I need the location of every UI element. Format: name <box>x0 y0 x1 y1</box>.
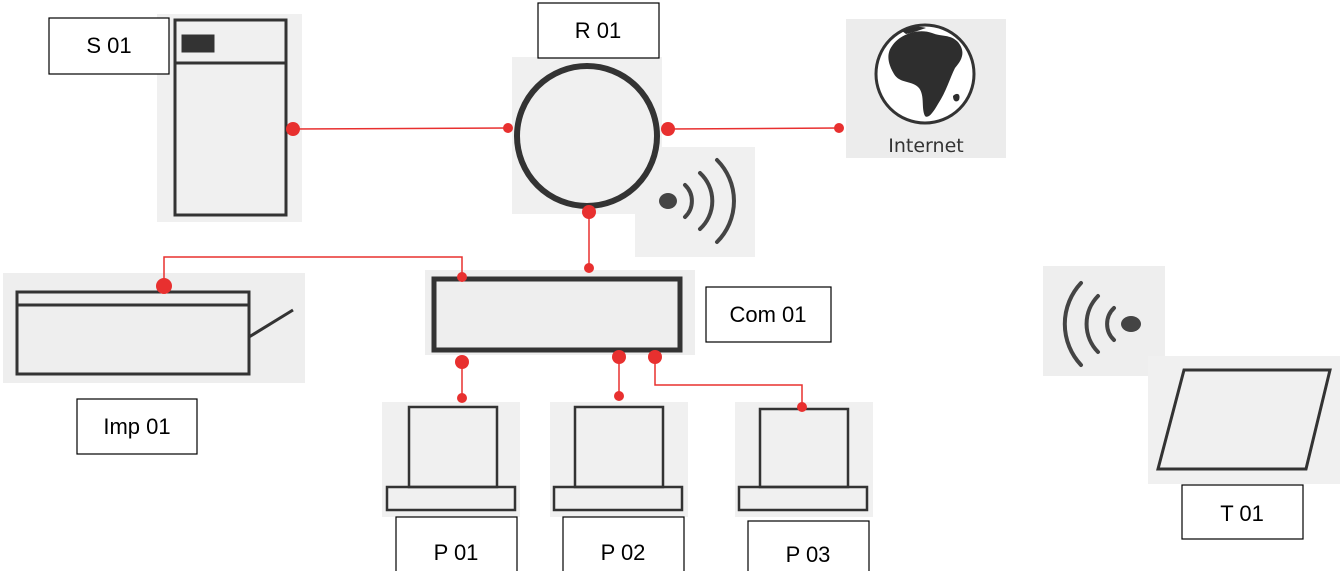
link-dot <box>286 122 300 136</box>
label-pc2: P 02 <box>562 516 685 571</box>
svg-text:P 02: P 02 <box>601 540 646 565</box>
pc2-scan-bg <box>550 402 688 517</box>
tablet-icon <box>1156 368 1332 471</box>
link-dot <box>834 123 844 133</box>
switch-icon <box>431 276 683 353</box>
link-dot <box>457 393 467 403</box>
link-dot <box>797 402 807 412</box>
link-endpoints <box>156 122 844 412</box>
link-switch-pc3 <box>654 357 803 407</box>
switch-scan-bg <box>425 270 695 355</box>
svg-text:Imp 01: Imp 01 <box>103 414 170 439</box>
link-dot <box>661 122 675 136</box>
link-dot <box>503 123 513 133</box>
link-dot <box>455 355 469 369</box>
label-server: S 01 <box>48 17 170 75</box>
link-dot <box>457 272 467 282</box>
link-dot <box>648 350 662 364</box>
globe-icon <box>874 23 976 125</box>
svg-text:S 01: S 01 <box>86 33 131 58</box>
tablet-wifi-scan-bg <box>1043 266 1165 376</box>
tablet-scan-bg <box>1148 356 1340 484</box>
pc3-scan-bg <box>735 402 873 517</box>
link-server-router <box>292 127 509 130</box>
svg-text:Com 01: Com 01 <box>729 302 806 327</box>
wifi-icon <box>659 158 736 244</box>
pc1-scan-bg <box>382 402 520 517</box>
label-pc1: P 01 <box>395 516 518 571</box>
monitor-icon <box>552 405 684 512</box>
link-dot <box>584 263 594 273</box>
monitor-icon <box>385 405 517 512</box>
label-printer: Imp 01 <box>76 398 198 455</box>
link-dot <box>582 205 596 219</box>
svg-text:P 03: P 03 <box>786 542 831 567</box>
server-icon <box>173 18 288 217</box>
svg-text:P 01: P 01 <box>434 540 479 565</box>
svg-text:R 01: R 01 <box>575 18 621 43</box>
wifi-icon <box>1062 281 1141 367</box>
label-pc3: P 03 <box>747 520 870 571</box>
server-scan-bg <box>157 14 302 222</box>
svg-text:T 01: T 01 <box>1220 501 1264 526</box>
link-dot <box>612 350 626 364</box>
label-router: R 01 <box>537 2 660 59</box>
link-printer-switch <box>163 256 463 286</box>
label-switch: Com 01 <box>705 286 832 343</box>
link-dot <box>614 391 624 401</box>
printer-icon <box>15 290 294 376</box>
link-dot <box>156 278 172 294</box>
label-tablet: T 01 <box>1181 484 1304 540</box>
link-router-internet <box>667 127 840 130</box>
printer-scan-bg <box>3 273 305 383</box>
internet-label: Internet <box>888 135 963 157</box>
